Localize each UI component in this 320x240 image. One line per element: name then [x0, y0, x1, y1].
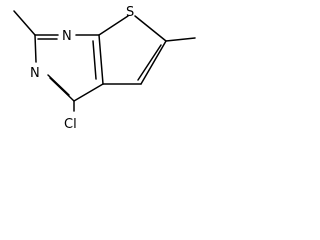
bond-c4a-c7a-double [92, 40, 97, 80]
bond-s-c6 [134, 15, 167, 42]
bonds [13, 10, 196, 112]
atom-label-n3: N [30, 66, 40, 81]
bond-c7a-s [98, 15, 129, 36]
molecule-structure: N N S Cl [13, 5, 196, 132]
bond-c4a-c4 [73, 83, 104, 102]
bond-methyl-c2 [13, 10, 36, 36]
bond-c6-methyl [165, 37, 196, 42]
bond-c6-c5-double [137, 44, 162, 81]
atom-label-n1: N [62, 29, 72, 44]
bond-c4-n3 [49, 77, 75, 102]
bond-n3-c2 [34, 34, 37, 63]
atom-label-s: S [126, 5, 134, 20]
bond-c4-n3-double [47, 74, 70, 96]
atom-label-cl: Cl [64, 117, 77, 132]
bond-c4a-c7a [98, 34, 104, 85]
bond-c6-c5 [140, 40, 167, 85]
atom-labels: N N S Cl [30, 5, 134, 132]
